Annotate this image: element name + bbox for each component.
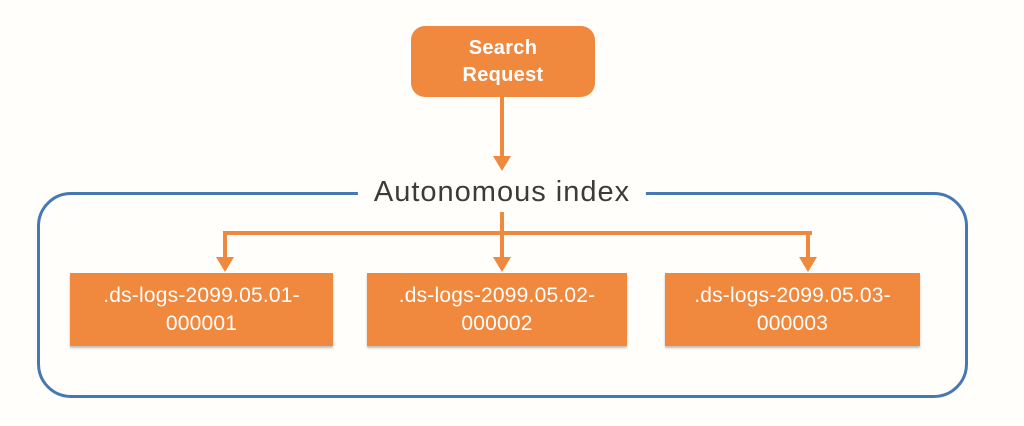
backing-index-label: .ds-logs-2099.05.02- 000002 [398,283,596,335]
center-drop-connector-line [500,233,504,258]
backing-index-node: .ds-logs-2099.05.01- 000001 [70,273,333,346]
right-arrowhead-down-icon [799,257,817,272]
backing-index-node: .ds-logs-2099.05.03- 000003 [665,273,920,346]
left-drop-connector-line [223,231,227,258]
backing-index-label: .ds-logs-2099.05.03- 000003 [694,283,891,335]
title-stub-connector-line [500,212,504,235]
right-drop-connector-line [806,231,810,258]
search-request-node: Search Request [411,26,595,97]
backing-index-node: .ds-logs-2099.05.02- 000002 [367,273,627,346]
backing-index-label: .ds-logs-2099.05.01- 000001 [103,283,300,335]
search-to-index-connector-line [500,97,504,158]
autonomous-index-title: Autonomous index [357,176,647,209]
left-arrowhead-down-icon [216,257,234,272]
search-to-index-arrowhead-down-icon [493,156,511,171]
center-arrowhead-down-icon [493,257,511,272]
search-request-label: Search Request [462,36,544,86]
fanout-horizontal-connector-line [223,231,812,235]
